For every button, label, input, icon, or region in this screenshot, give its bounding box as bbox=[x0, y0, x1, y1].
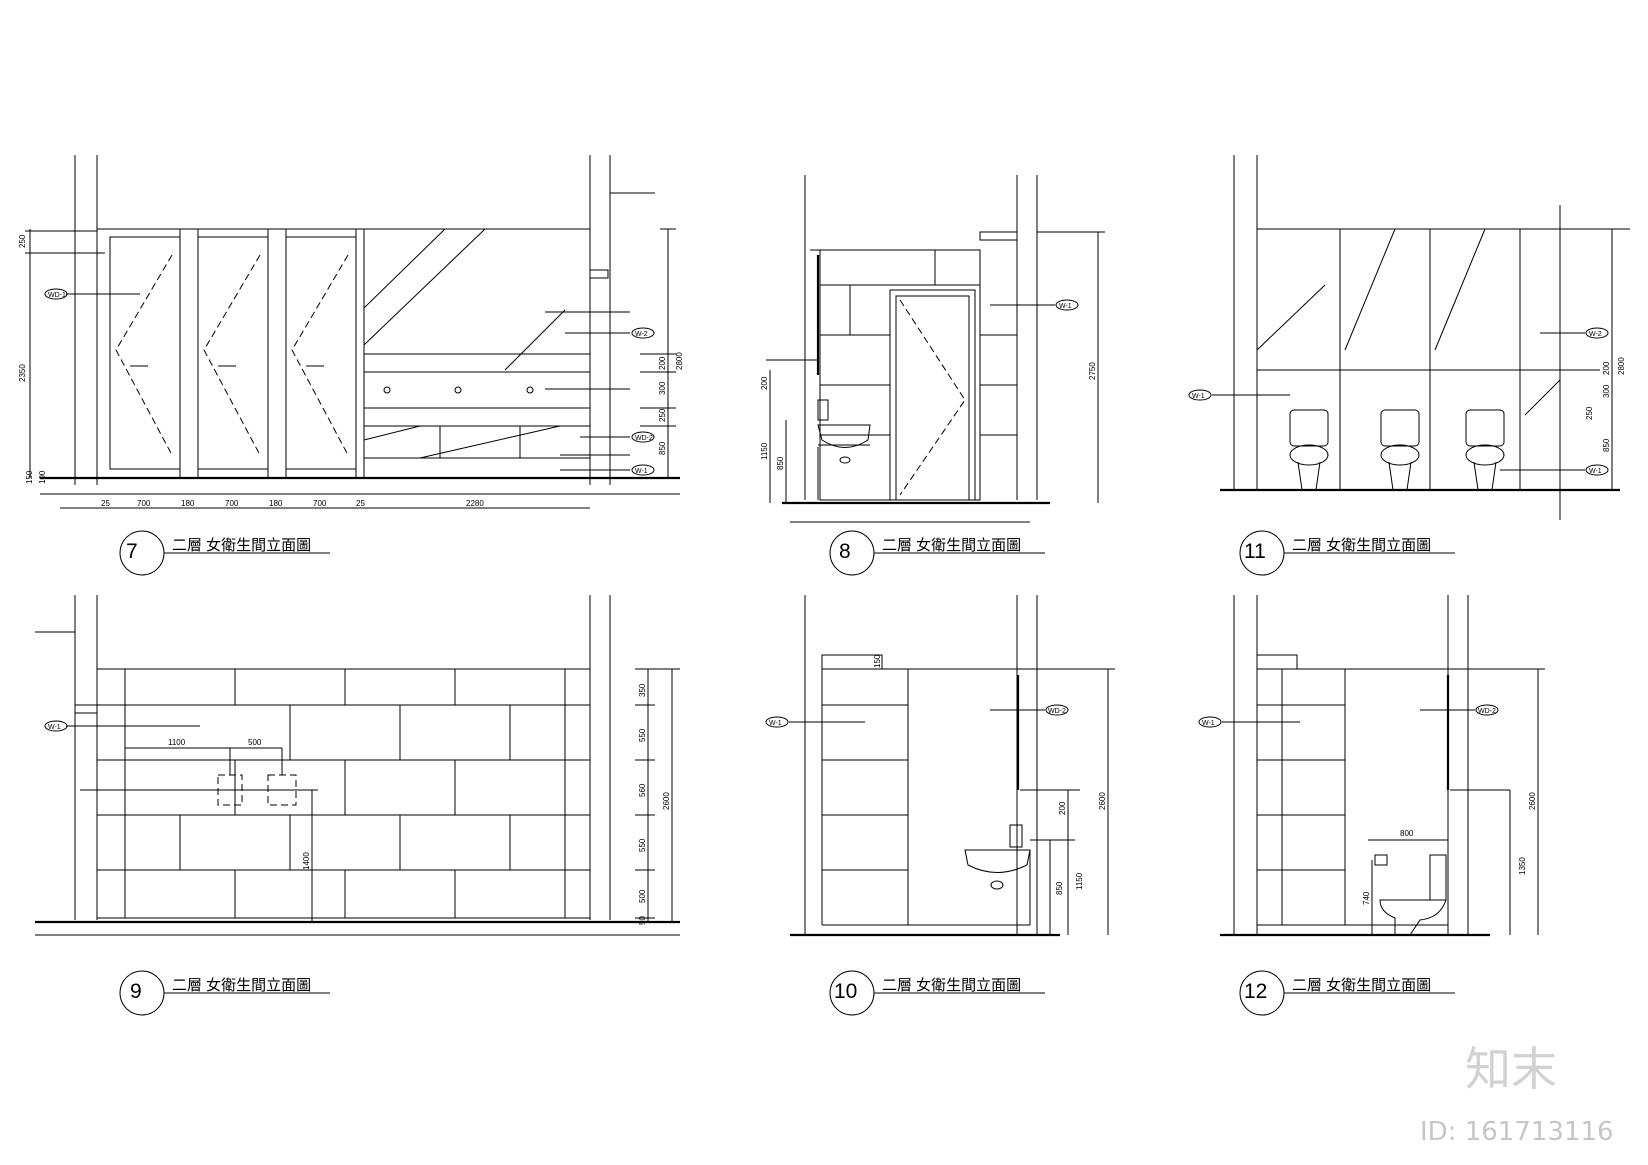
dim-b180a: 180 bbox=[181, 499, 195, 508]
drawing-number-7: 7 bbox=[126, 540, 138, 563]
tag-w1: W-1 bbox=[48, 724, 61, 731]
dim-200: 200 bbox=[760, 376, 769, 390]
drawing-number-11: 11 bbox=[1244, 540, 1266, 563]
dim-500: 500 bbox=[248, 738, 262, 747]
tag-wd2: WD-2 bbox=[1478, 708, 1496, 715]
dim-1100: 1100 bbox=[168, 738, 186, 747]
dim-1350: 1350 bbox=[1518, 857, 1527, 875]
dim-500: 500 bbox=[638, 889, 647, 903]
dim-50: 50 bbox=[638, 916, 647, 925]
dim-100: 100 bbox=[38, 470, 47, 484]
dim-800: 800 bbox=[1400, 829, 1414, 838]
drawing-number-8: 8 bbox=[839, 540, 851, 563]
drawing-title-9: 二層 女衛生間立面圖 bbox=[172, 976, 311, 994]
tag-wd1: WD-1 bbox=[48, 292, 66, 299]
watermark-id: ID: 161713116 bbox=[1420, 1117, 1614, 1147]
dim-150: 150 bbox=[873, 654, 882, 668]
dim-b180b: 180 bbox=[269, 499, 283, 508]
tag-w1: W-1 bbox=[1589, 468, 1602, 475]
dim-850: 850 bbox=[776, 456, 785, 470]
drawing-title-8: 二層 女衛生間立面圖 bbox=[882, 536, 1021, 554]
dim-250: 250 bbox=[1585, 406, 1594, 420]
dim-350: 350 bbox=[638, 683, 647, 697]
dim-250b: 250 bbox=[658, 408, 667, 422]
dim-b700a: 700 bbox=[137, 499, 151, 508]
dim-850: 850 bbox=[1602, 438, 1611, 452]
dim-850: 850 bbox=[1055, 881, 1064, 895]
dim-300: 300 bbox=[1602, 384, 1611, 398]
dim-550b: 550 bbox=[638, 838, 647, 852]
dim-1150: 1150 bbox=[1075, 872, 1084, 890]
elevation-11: W-1 W-2 W-1 200 300 250 850 2800 11 二層 女… bbox=[1188, 155, 1630, 576]
elevation-8: 200 1150 850 2750 W-1 8 二層 女衛生間立面圖 bbox=[760, 175, 1105, 576]
dim-200: 200 bbox=[1058, 801, 1067, 815]
tag-w2: W-2 bbox=[635, 331, 648, 338]
dim-560: 560 bbox=[638, 783, 647, 797]
tag-w2: W-2 bbox=[1589, 331, 1602, 338]
toilet-icon bbox=[1380, 409, 1420, 491]
dim-550a: 550 bbox=[638, 728, 647, 742]
tag-w1: W-1 bbox=[1059, 303, 1072, 310]
dim-200: 200 bbox=[1602, 361, 1611, 375]
dim-2800: 2800 bbox=[1617, 357, 1626, 375]
drawing-title-11: 二層 女衛生間立面圖 bbox=[1292, 536, 1431, 554]
drawing-title-10: 二層 女衛生間立面圖 bbox=[882, 976, 1021, 994]
drawing-number-10: 10 bbox=[834, 980, 857, 1003]
dim-2800: 2800 bbox=[675, 352, 684, 370]
dim-2600: 2600 bbox=[662, 792, 671, 810]
dim-2750: 2750 bbox=[1088, 362, 1097, 380]
dim-2350: 2350 bbox=[18, 364, 27, 382]
dim-b700b: 700 bbox=[225, 499, 239, 508]
dim-1400: 1400 bbox=[302, 852, 311, 870]
dim-b2280: 2280 bbox=[466, 499, 484, 508]
tag-w1: W-1 bbox=[1192, 393, 1205, 400]
dim-2600: 2600 bbox=[1098, 792, 1107, 810]
toilet-icon bbox=[1465, 409, 1505, 491]
drawing-title-12: 二層 女衛生間立面圖 bbox=[1292, 976, 1431, 994]
dim-b25b: 25 bbox=[356, 499, 365, 508]
tag-w1: W-1 bbox=[635, 468, 648, 475]
dim-b700c: 700 bbox=[313, 499, 327, 508]
dim-250: 250 bbox=[18, 234, 27, 248]
tag-wd2: WD-2 bbox=[635, 435, 653, 442]
drawing-number-9: 9 bbox=[130, 980, 142, 1003]
dim-740: 740 bbox=[1362, 891, 1371, 905]
elevation-9: 1100 500 1400 W-1 350 550 560 550 500 50… bbox=[35, 595, 680, 1016]
drawing-title-7: 二層 女衛生間立面圖 bbox=[172, 536, 311, 554]
watermark-logo: 知末 bbox=[1465, 1042, 1557, 1096]
tag-w1: W-1 bbox=[769, 720, 782, 727]
elevation-12: W-1 WD-2 800 740 1350 2600 12 二層 女衛生間立面圖 bbox=[1198, 595, 1545, 1016]
tag-wd2: WD-2 bbox=[1048, 708, 1066, 715]
dim-1150: 1150 bbox=[760, 442, 769, 460]
toilet-icon bbox=[1379, 854, 1447, 936]
elevation-10: W-1 WD-2 150 200 1150 850 2600 10 二層 女衛生… bbox=[765, 595, 1115, 1016]
dim-200: 200 bbox=[658, 356, 667, 370]
dim-150: 150 bbox=[25, 470, 34, 484]
dim-300: 300 bbox=[658, 381, 667, 395]
elevation-7: WD-1 W-2 WD-2 W-1 250 2350 150 100 200 3… bbox=[18, 155, 684, 576]
tag-w1: W-1 bbox=[1202, 720, 1215, 727]
drawing-number-12: 12 bbox=[1244, 980, 1267, 1003]
dim-b25a: 25 bbox=[101, 499, 110, 508]
toilet-icon bbox=[1289, 409, 1329, 491]
dim-850: 850 bbox=[658, 441, 667, 455]
dim-2600: 2600 bbox=[1528, 792, 1537, 810]
